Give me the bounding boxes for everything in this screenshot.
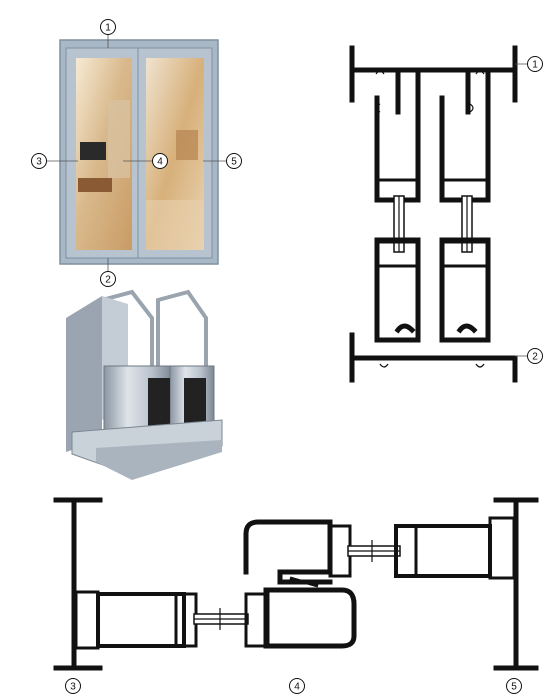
lower-left-chamber [376, 240, 420, 268]
svg-text:2: 2 [105, 275, 111, 286]
right-sash [394, 524, 492, 578]
marker-section-middle: 4 [289, 678, 305, 694]
marker-section-bottom: 2 [527, 348, 543, 364]
left-jamb-profile [53, 497, 103, 671]
interior-cabinet [78, 178, 112, 192]
interior-floor [146, 200, 204, 250]
svg-text:2: 2 [532, 352, 538, 363]
lower-right-sash [439, 237, 491, 343]
middle-lower-chamber [244, 592, 270, 648]
marker-door-middle: 4 [152, 153, 168, 169]
svg-text:4: 4 [294, 682, 300, 693]
marker-section-left: 3 [65, 678, 81, 694]
top-frame-profile [349, 45, 518, 115]
numbered-markers: 1 2 3 4 5 1 2 3 [31, 19, 543, 694]
svg-text:1: 1 [105, 23, 111, 34]
svg-text:5: 5 [231, 157, 237, 168]
render-left-chamber [148, 378, 170, 432]
right-jamb-profile [493, 497, 539, 671]
marker-door-top: 1 [100, 19, 116, 35]
horizontal-section-drawing [53, 497, 539, 671]
bottom-track-profile [349, 323, 518, 383]
marker-door-left: 3 [31, 153, 47, 169]
middle-upper-chamber [328, 524, 352, 578]
marker-door-bottom: 2 [100, 271, 116, 287]
svg-text:3: 3 [70, 682, 76, 693]
middle-interlock-upper [243, 519, 333, 585]
upper-right-sash [439, 95, 491, 203]
render-right-chamber [184, 378, 206, 432]
lower-left-sash [374, 237, 421, 343]
svg-text:4: 4 [157, 157, 163, 168]
middle-interlock-lower [263, 587, 357, 649]
left-sash [96, 592, 186, 648]
right-sash-inner [394, 524, 418, 578]
svg-text:1: 1 [532, 60, 538, 71]
marker-section-top: 1 [527, 56, 543, 72]
right-jamb-box [488, 516, 516, 580]
vertical-section-drawing [349, 45, 527, 383]
profile-3d-render [66, 289, 223, 480]
render-track-front [96, 440, 222, 480]
lower-right-chamber [441, 240, 489, 268]
left-jamb-box [74, 590, 100, 650]
middle-seal [289, 576, 319, 588]
interior-tv [80, 142, 106, 160]
render-back-wall [66, 296, 102, 452]
svg-text:3: 3 [36, 157, 42, 168]
interior-lamp [176, 130, 198, 160]
svg-text:5: 5 [511, 682, 517, 693]
bottom-track-hooks [379, 363, 485, 368]
top-frame-hooks [375, 70, 485, 113]
door-illustration [46, 33, 227, 272]
marker-section-right: 5 [506, 678, 522, 694]
marker-door-right: 5 [226, 153, 242, 169]
interior-wall-panel [108, 100, 130, 178]
